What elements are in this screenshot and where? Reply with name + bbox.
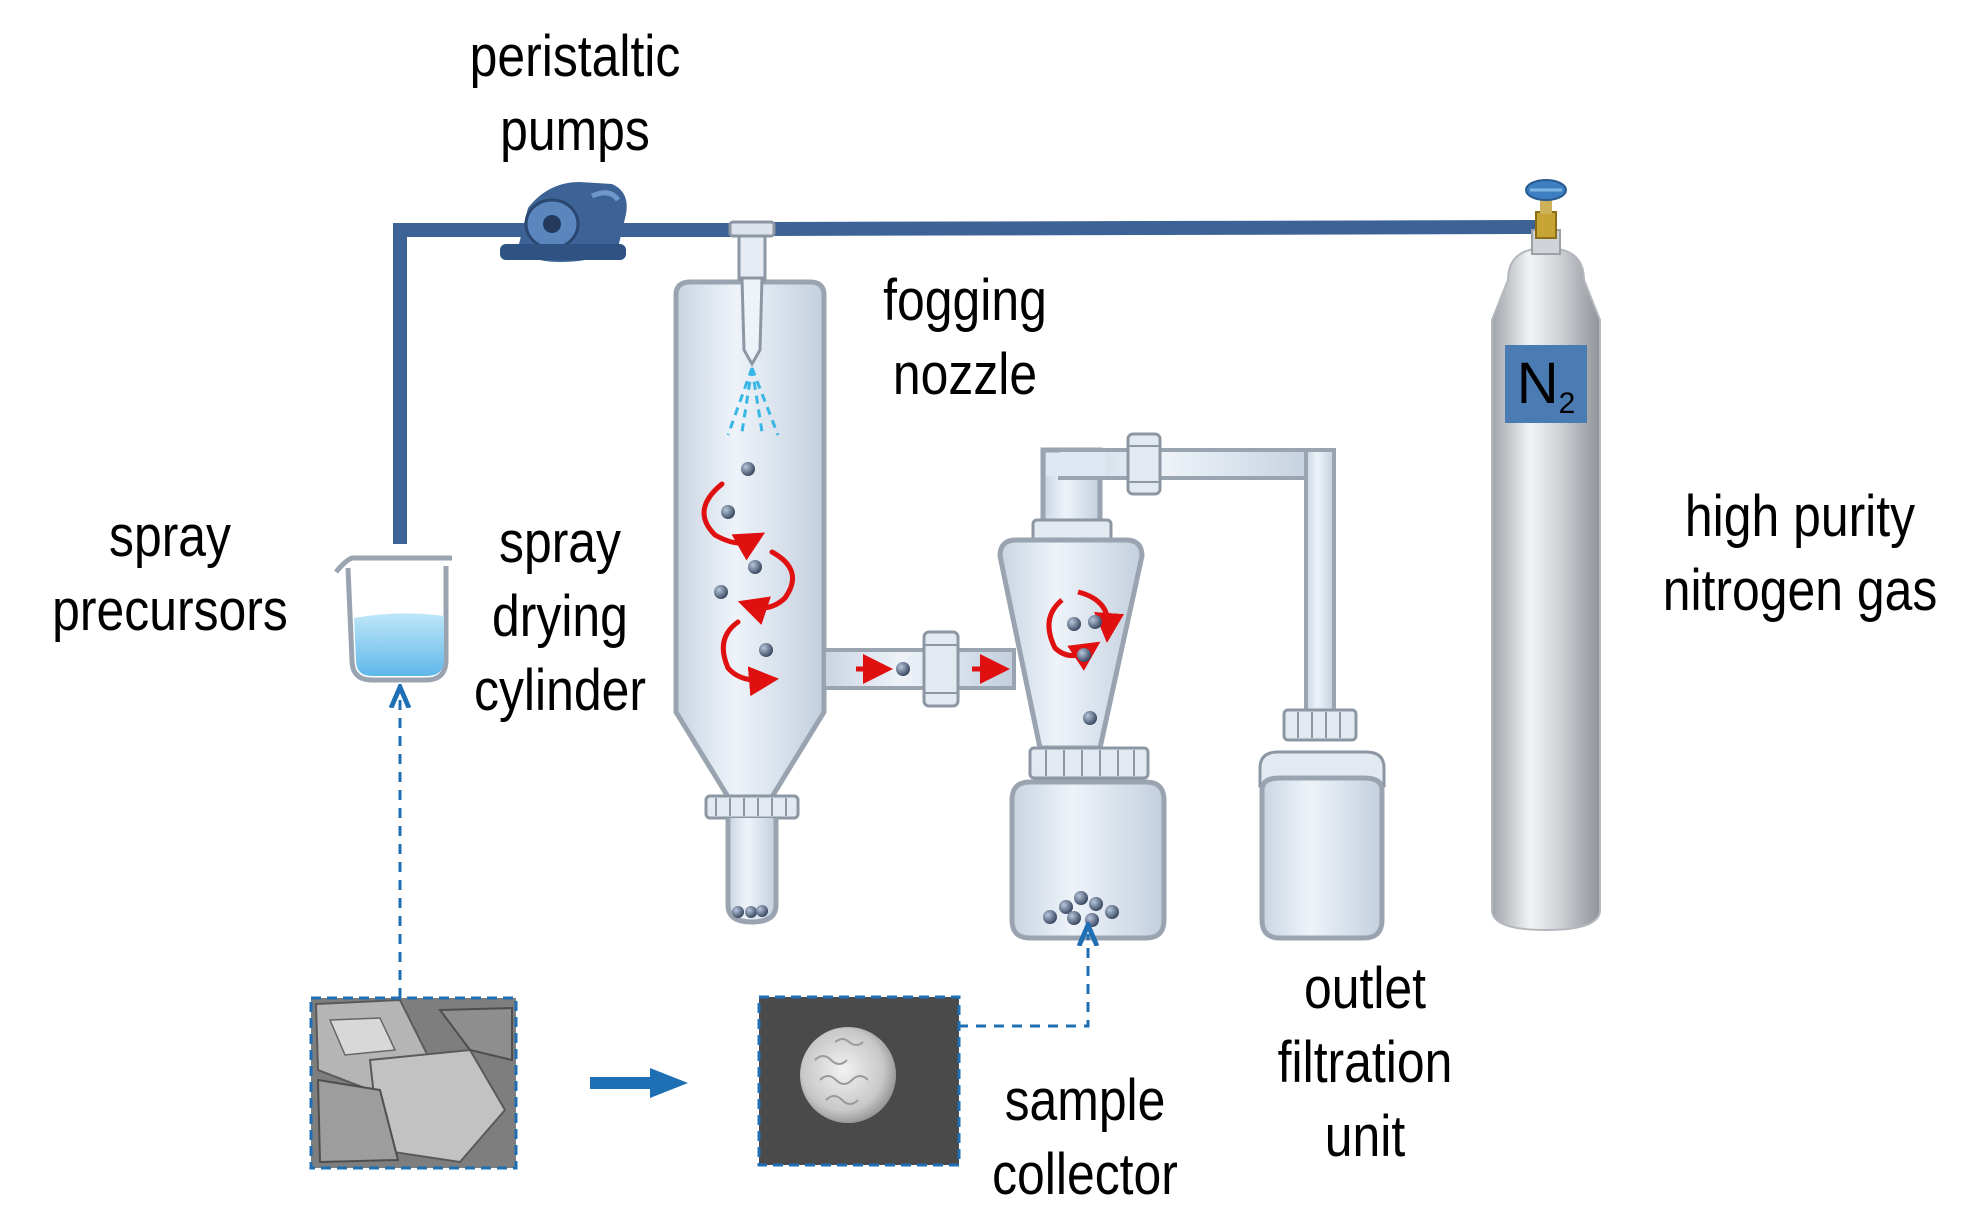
- sem-flake-image: [309, 996, 518, 1170]
- cyclone-separator: [997, 447, 1150, 780]
- label-line: outlet: [1303, 956, 1427, 1021]
- label-fogging-nozzle: fogging nozzle: [836, 264, 1094, 412]
- beaker-icon: [334, 555, 452, 683]
- label-line: high purity: [1684, 484, 1916, 549]
- outlet-filtration-bottle: [1258, 708, 1386, 941]
- pipe-network: [393, 220, 1541, 544]
- label-outlet-filtration-unit: outlet filtration unit: [1249, 952, 1481, 1174]
- sem-sphere-image: [757, 995, 961, 1167]
- dashed-links: [400, 696, 1088, 1028]
- swirl-arrows: [701, 481, 796, 697]
- drying-particles: [714, 462, 773, 657]
- peristaltic-pump-icon: [500, 182, 627, 262]
- label-line: drying: [492, 584, 628, 649]
- n2-symbol: N: [1516, 351, 1559, 416]
- n2-tag: N2: [1505, 345, 1587, 423]
- label-line: unit: [1324, 1104, 1406, 1169]
- n2-subscript: 2: [1558, 387, 1576, 420]
- label-line: spray: [499, 510, 621, 575]
- spray-mist: [726, 367, 780, 436]
- label-line: pumps: [500, 98, 650, 163]
- label-sample-collector: sample collector: [978, 1064, 1193, 1212]
- label-high-purity-nitrogen: high purity nitrogen gas: [1654, 480, 1946, 628]
- label-line: nitrogen gas: [1662, 558, 1938, 623]
- label-line: collector: [992, 1142, 1178, 1207]
- label-line: fogging: [883, 268, 1047, 333]
- label-line: peristaltic: [469, 24, 681, 89]
- label-line: spray: [109, 504, 231, 569]
- label-line: nozzle: [892, 342, 1038, 407]
- sample-collector-bottle: [1009, 779, 1167, 941]
- gas-valve-icon: [1525, 179, 1567, 239]
- label-peristaltic-pumps: peristaltic pumps: [425, 20, 726, 168]
- label-line: sample: [1004, 1068, 1166, 1133]
- block-arrow: [590, 1068, 688, 1098]
- label-line: precursors: [52, 578, 288, 643]
- label-spray-drying-cylinder: spray drying cylinder: [453, 506, 668, 728]
- outlet-pipe: [1040, 432, 1336, 718]
- label-spray-precursors: spray precursors: [41, 500, 299, 648]
- spray-drying-cylinder: [673, 220, 827, 925]
- label-line: filtration: [1277, 1030, 1453, 1095]
- label-line: cylinder: [474, 658, 646, 723]
- nitrogen-gas-cylinder: [1491, 229, 1601, 932]
